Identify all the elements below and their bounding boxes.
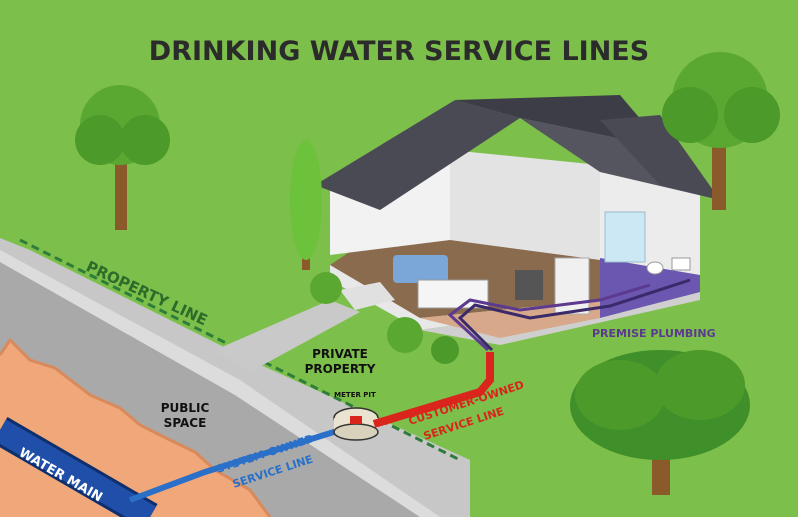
tree-left	[75, 85, 170, 230]
water-main-pipe	[0, 419, 157, 517]
bathroom-sink	[671, 257, 691, 271]
public-space-label-line2: SPACE	[164, 416, 207, 430]
curb	[0, 250, 440, 517]
private-property-label-line1: PRIVATE	[312, 347, 368, 361]
inner-wall	[450, 150, 600, 260]
bush-2	[387, 317, 423, 353]
toilet	[646, 261, 664, 275]
diagram-title: DRINKING WATER SERVICE LINES	[149, 36, 649, 67]
front-steps	[340, 282, 395, 310]
meter-pit-base	[333, 423, 379, 441]
tree-bottom-right	[570, 350, 750, 495]
roof-left	[315, 100, 520, 210]
premise-plumbing-label: PREMISE PLUMBING	[592, 327, 716, 340]
private-property-label-line2: PROPERTY	[305, 362, 376, 376]
roof-back	[600, 115, 720, 200]
premise-plumbing-line-1	[447, 283, 651, 352]
walkway	[215, 300, 360, 372]
bush-3	[431, 336, 459, 364]
tree-slim	[290, 140, 322, 270]
kitchen-counter	[417, 279, 489, 309]
shower	[604, 211, 646, 263]
roof-top	[455, 95, 665, 148]
bush-1	[310, 272, 342, 304]
tree-top-right	[662, 52, 780, 210]
meter-pit-label: METER PIT	[334, 391, 376, 399]
sofa	[393, 255, 448, 283]
public-space-label-line1: PUBLIC	[161, 401, 210, 415]
customer-owned-service-line	[372, 352, 494, 428]
system-owned-service-line	[128, 424, 351, 503]
meter-icon	[350, 416, 362, 424]
soil-edge	[0, 337, 272, 517]
stove	[515, 270, 543, 300]
premise-plumbing-line-2	[457, 278, 691, 352]
